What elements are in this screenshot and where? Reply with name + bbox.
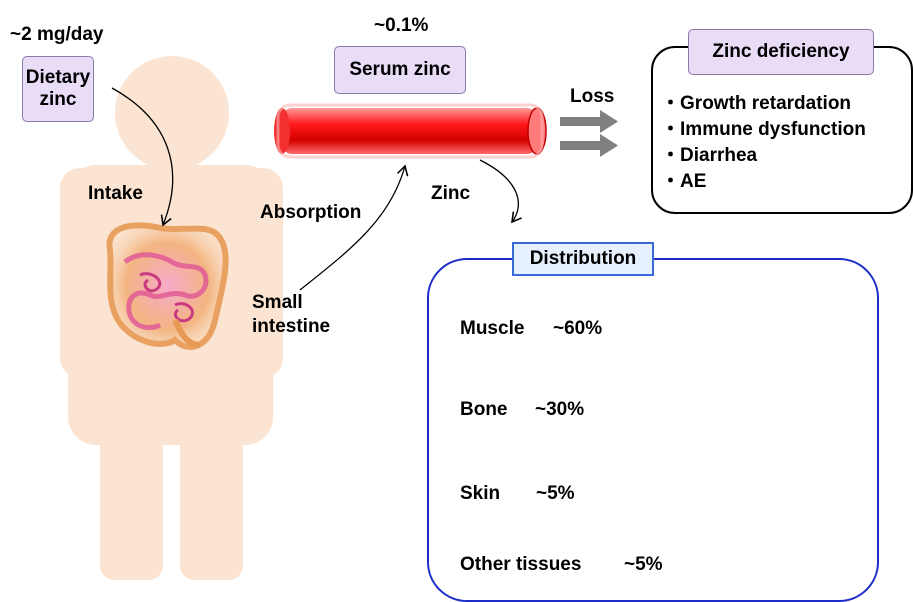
tissue-label-other: Other tissues (460, 554, 581, 576)
share-skin: ~5% (536, 483, 575, 505)
deficiency-title-box: Zinc deficiency (688, 29, 874, 75)
intestine-icon (109, 225, 225, 347)
deficiency-item-text: AE (680, 171, 706, 192)
absorption-site-line2: intestine (252, 315, 330, 339)
tissue-label-muscle: Muscle (460, 318, 524, 340)
serum-percent: ~0.1% (374, 15, 428, 37)
distribution-arrow (480, 160, 518, 222)
distribution-title: Distribution (530, 248, 637, 270)
intake-label: Intake (88, 183, 143, 205)
absorption-site: Small intestine (252, 291, 330, 339)
tissue-label-skin: Skin (460, 483, 500, 505)
loss-arrows (560, 110, 618, 157)
loss-label: Loss (570, 86, 614, 108)
absorption-site-line1: Small (252, 291, 330, 315)
deficiency-item: ・Diarrhea (661, 140, 757, 167)
bullet: ・ (661, 93, 680, 114)
deficiency-item-text: Immune dysfunction (680, 119, 866, 140)
distribution-box (427, 258, 879, 602)
share-bone: ~30% (535, 399, 584, 421)
tissue-label-bone: Bone (460, 399, 508, 421)
deficiency-item: ・AE (661, 166, 706, 193)
deficiency-item-text: Diarrhea (680, 145, 757, 166)
share-muscle: ~60% (553, 318, 602, 340)
deficiency-title: Zinc deficiency (712, 41, 849, 63)
zinc-label: Zinc (431, 183, 470, 205)
serum-zinc-label: Serum zinc (349, 59, 450, 81)
absorption-label: Absorption (260, 202, 361, 224)
deficiency-item-text: Growth retardation (680, 93, 851, 114)
distribution-title-box: Distribution (512, 242, 654, 276)
absorption-arrow (300, 166, 405, 290)
dietary-zinc-box: Dietary zinc (22, 56, 94, 122)
blood-vessel (274, 105, 546, 157)
deficiency-item: ・Immune dysfunction (661, 114, 866, 141)
bullet: ・ (661, 171, 680, 192)
bullet: ・ (661, 145, 680, 166)
share-other: ~5% (624, 554, 663, 576)
deficiency-item: ・Growth retardation (661, 88, 851, 115)
dietary-zinc-line2: zinc (40, 89, 77, 111)
bullet: ・ (661, 119, 680, 140)
serum-zinc-box: Serum zinc (334, 46, 466, 94)
dietary-zinc-line1: Dietary (26, 67, 90, 89)
intake-amount: ~2 mg/day (10, 24, 103, 46)
